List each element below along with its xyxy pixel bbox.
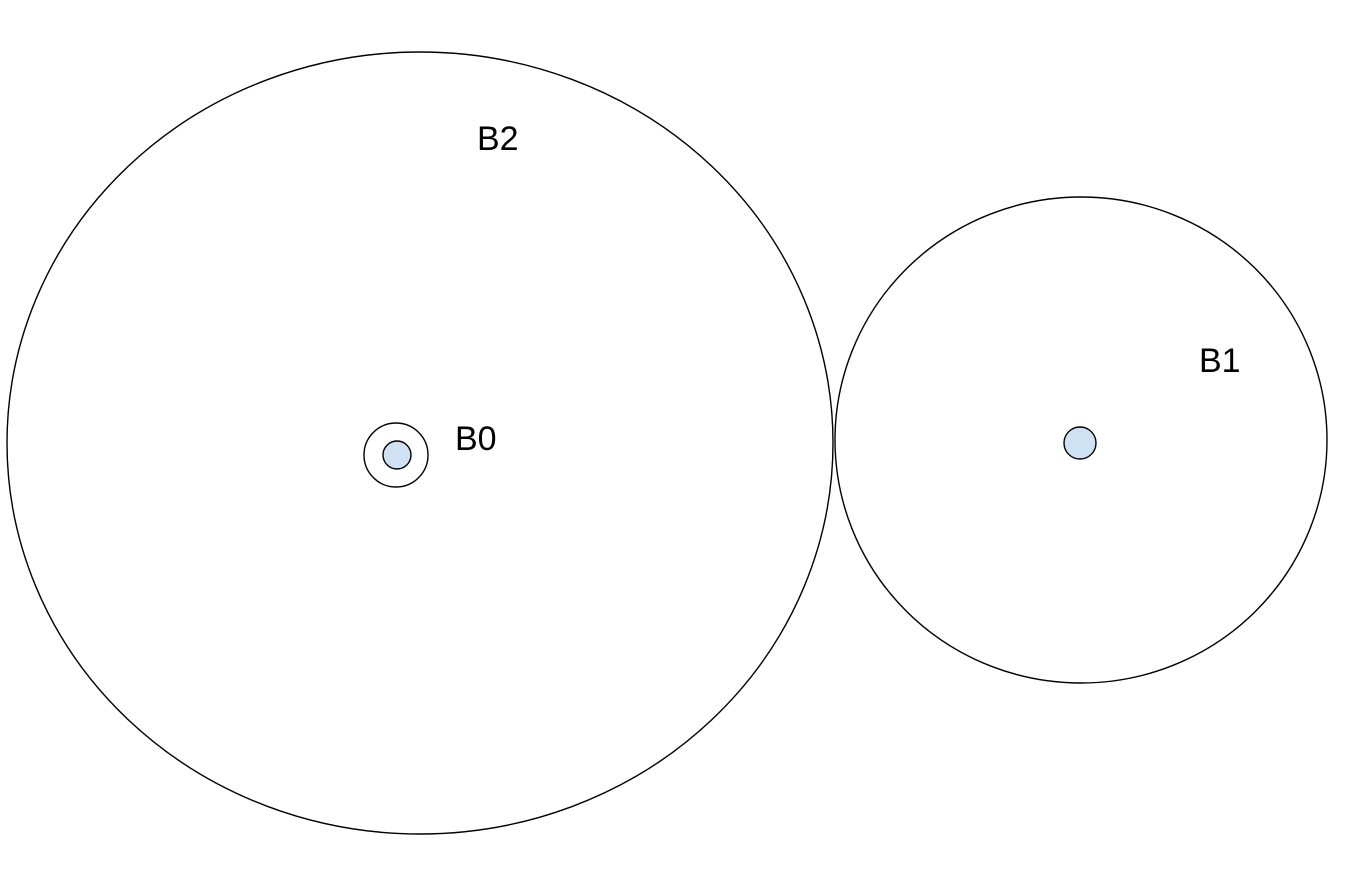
- b0-center-point: [382, 440, 412, 470]
- label-b1: B1: [1199, 342, 1241, 380]
- label-b2: B2: [477, 120, 519, 158]
- ball-b1-boundary: [834, 196, 1328, 684]
- ball-b2-boundary: [6, 51, 834, 835]
- label-b0: B0: [455, 420, 497, 458]
- b1-center-point: [1063, 426, 1097, 460]
- ball-b0-boundary: [363, 422, 429, 488]
